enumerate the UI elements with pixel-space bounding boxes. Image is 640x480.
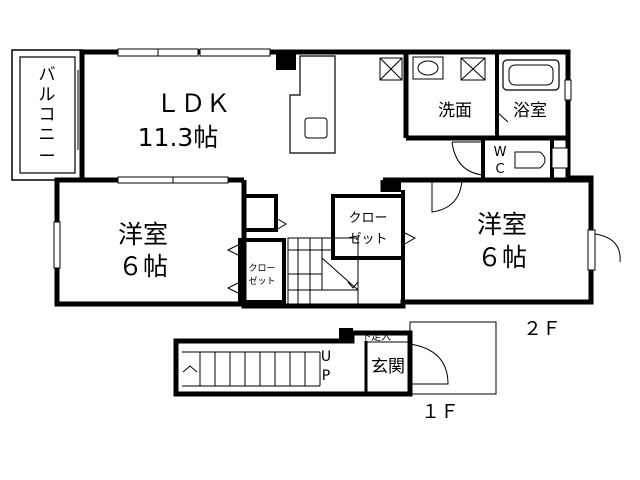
shoe-storage-label: 下足入 <box>361 331 391 343</box>
toilet-room <box>451 138 569 178</box>
balcony-label: バ ル コ ニ ー <box>39 65 56 167</box>
western-room-right-name: 洋室 <box>477 210 527 239</box>
wc-label-c: C <box>495 162 504 177</box>
balcony-char: ニ <box>39 125 56 145</box>
wc-label-w: W <box>494 145 507 160</box>
ldk-name: ＬＤＫ <box>155 89 230 118</box>
bathroom-label: 浴室 <box>513 101 547 121</box>
kitchen-counter <box>289 55 336 154</box>
closet-mid-label-2: ゼット <box>348 232 387 247</box>
washroom-label: 洗面 <box>438 101 472 121</box>
stairwell-2f <box>287 237 359 307</box>
floor-1f-label: １Ｆ <box>421 401 459 423</box>
floor1-plan <box>173 321 497 397</box>
western-room-right-size: ６帖 <box>477 243 527 272</box>
western-room-left-name: 洋室 <box>118 220 168 249</box>
entrance-label: 玄関 <box>371 357 405 377</box>
balcony-char: ー <box>39 147 56 167</box>
balcony-char: ル <box>39 85 56 105</box>
wet-area <box>379 52 572 141</box>
up-label-p: P <box>322 368 330 384</box>
western-room-left-size: ６帖 <box>118 252 168 281</box>
floor-2f-label: ２Ｆ <box>523 318 561 340</box>
balcony-char: コ <box>39 105 56 125</box>
up-label-u: U <box>321 349 331 365</box>
balcony-char: バ <box>39 65 56 85</box>
closet-mid <box>331 194 417 260</box>
closet-small-label-1: クロー <box>248 263 275 274</box>
ldk-size: 11.3帖 <box>138 123 219 152</box>
closet-small-label-2: ゼット <box>248 275 275 287</box>
closet-mid-label-1: クロー <box>348 211 387 226</box>
